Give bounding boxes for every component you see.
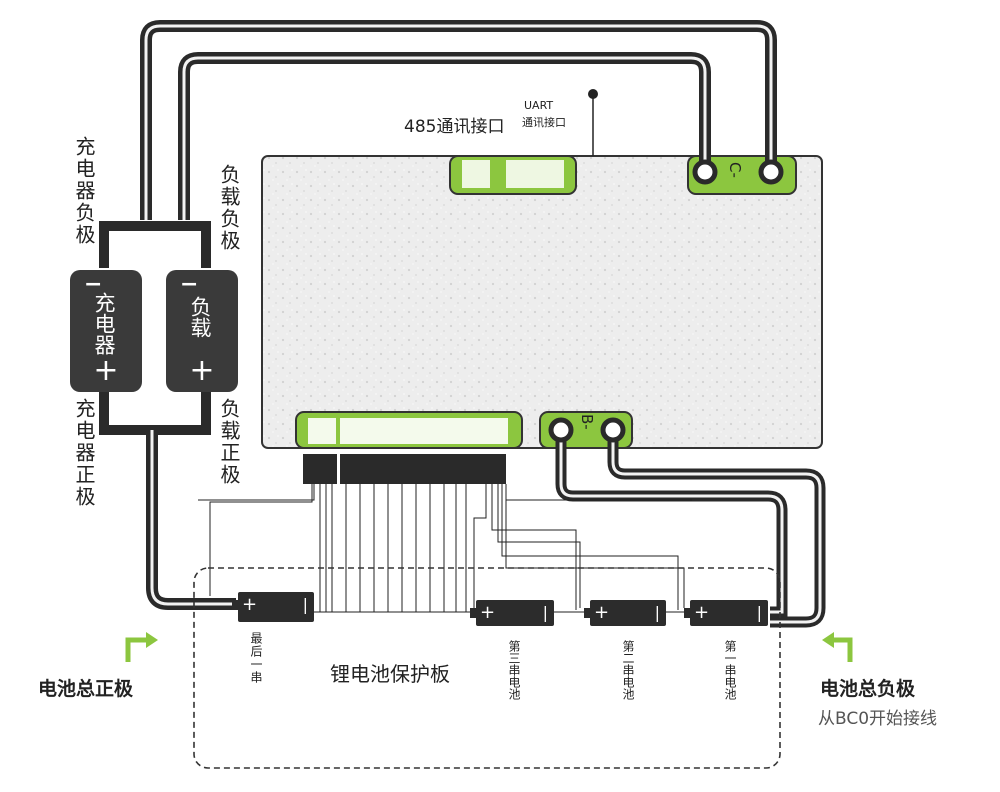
cell-third-label: 第三串电池: [507, 640, 521, 700]
cell-last-minus: |: [302, 595, 308, 614]
charger-device: − 充电器 +: [70, 270, 142, 392]
load-plus-terminal: +: [189, 353, 215, 388]
balance-harness-plug: [303, 454, 337, 484]
cell-second-minus: |: [654, 603, 660, 622]
uart-label-line1: UART: [524, 99, 554, 112]
cell-first: + |: [684, 600, 768, 626]
wiring-note-label: 从BC0开始接线: [818, 709, 938, 729]
cell-third: + |: [470, 600, 554, 626]
uart-antenna-dot: [588, 89, 598, 99]
cell-second-plus: +: [594, 602, 610, 623]
negative-arrow-icon: [832, 637, 853, 662]
load-positive-label: 负载正极: [217, 398, 241, 486]
load-minus-terminal: −: [180, 272, 199, 297]
battery-total-positive-label: 电池总正极: [38, 678, 134, 700]
load-label: 负载: [188, 296, 212, 338]
battery-total-negative-label: 电池总负极: [820, 678, 916, 700]
load-device: − 负载 +: [166, 270, 238, 392]
cell-last: + |: [232, 592, 314, 622]
cell-third-plus: +: [480, 602, 496, 623]
charger-positive-label: 充电器正极: [72, 398, 96, 508]
load-negative-label: 负载负极: [217, 164, 241, 252]
cell-second-label: 第二串电池: [621, 640, 635, 700]
cell-last-plus: +: [242, 594, 258, 615]
charger-plus-terminal: +: [93, 353, 119, 388]
positive-arrow-icon: [125, 637, 148, 662]
cell-second: + |: [584, 600, 666, 626]
charger-minus-terminal: −: [84, 272, 103, 297]
bms-board: [261, 155, 823, 449]
cell-last-label: 最后一串: [249, 632, 263, 684]
cell-first-label: 第一串电池: [723, 640, 737, 700]
battery-pack-outline: [193, 567, 781, 769]
c-minus-label: C-: [726, 162, 744, 178]
cell-third-minus: |: [542, 603, 548, 622]
charger-negative-label: 充电器负极: [72, 136, 96, 246]
uart-label-line2: 通讯接口: [522, 116, 566, 129]
cell-first-minus: |: [756, 603, 762, 622]
cell-first-plus: +: [694, 602, 710, 623]
charger-label: 充电器: [92, 292, 116, 355]
board-name-label: 锂电池保护板: [330, 662, 450, 686]
rs485-port-label: 485通讯接口: [404, 117, 505, 137]
b-minus-label: B-: [578, 414, 596, 430]
